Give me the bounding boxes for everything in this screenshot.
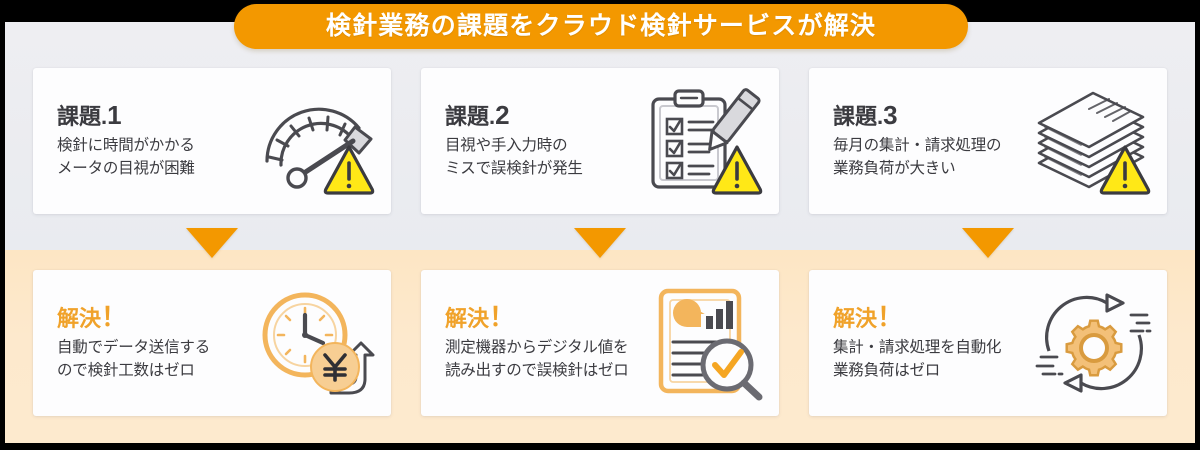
solution-card-2-body: 測定機器からデジタル値を 読み出すので誤検針はゼロ	[445, 339, 629, 379]
clock-yen-coin-arrow-icon	[253, 281, 383, 405]
problem-card-2-heading: 課題.2	[445, 99, 636, 130]
problem-card-3-label: 課題	[833, 103, 878, 129]
problem-card-2-label: 課題	[445, 103, 490, 129]
problem-card-3-text: 課題.3 毎月の集計・請求処理の 業務負荷が大きい	[809, 99, 1024, 180]
solution-card-2-text: 解決！ 測定機器からデジタル値を 読み出すので誤検針はゼロ	[421, 301, 636, 382]
solution-card-2[interactable]: 解決！ 測定機器からデジタル値を 読み出すので誤検針はゼロ	[421, 270, 779, 416]
connector-cell-1	[33, 228, 391, 258]
solution-card-2-mark: ！	[489, 301, 516, 332]
solution-card-2-label: 解決	[445, 305, 490, 331]
problem-card-2-separator: .	[489, 103, 496, 129]
problem-card-1-separator: .	[101, 103, 108, 129]
problem-card-1[interactable]: 課題.1 検針に時間がかかる メータの目視が困難	[33, 68, 391, 214]
problem-card-1-label: 課題	[57, 103, 102, 129]
problem-card-1-text: 課題.1 検針に時間がかかる メータの目視が困難	[33, 99, 248, 180]
arrow-down-triangle-icon	[574, 228, 626, 258]
solution-card-1-heading: 解決！	[57, 301, 248, 332]
gear-cycle-arrows-icon	[1029, 281, 1159, 405]
solution-card-3-label: 解決	[833, 305, 878, 331]
solution-card-2-heading: 解決！	[445, 301, 636, 332]
problem-card-3-heading: 課題.3	[833, 99, 1024, 130]
problem-card-3-separator: .	[877, 103, 884, 129]
problem-card-3[interactable]: 課題.3 毎月の集計・請求処理の 業務負荷が大きい	[809, 68, 1167, 214]
solution-card-3-mark: ！	[877, 301, 904, 332]
connector-cell-3	[809, 228, 1167, 258]
problem-card-3-number: 3	[883, 99, 898, 130]
problem-card-1-body: 検針に時間がかかる メータの目視が困難	[57, 137, 195, 177]
problem-card-1-heading: 課題.1	[57, 99, 248, 130]
title-banner: 検針業務の課題をクラウド検針サービスが解決	[234, 4, 968, 49]
solution-card-1[interactable]: 解決！ 自動でデータ送信する ので検針工数はゼロ	[33, 270, 391, 416]
arrow-down-triangle-icon	[186, 228, 238, 258]
problem-card-2[interactable]: 課題.2 目視や手入力時の ミスで誤検針が発生	[421, 68, 779, 214]
problem-card-2-number: 2	[495, 99, 510, 130]
solution-card-3[interactable]: 解決！ 集計・請求処理を自動化 業務負荷はゼロ	[809, 270, 1167, 416]
solution-card-1-label: 解決	[57, 305, 102, 331]
solution-card-3-body: 集計・請求処理を自動化 業務負荷はゼロ	[833, 339, 1002, 379]
problem-card-1-number: 1	[107, 99, 122, 130]
problem-card-2-body: 目視や手入力時の ミスで誤検針が発生	[445, 137, 583, 177]
report-chart-magnifier-check-icon	[641, 281, 771, 405]
problem-card-2-text: 課題.2 目視や手入力時の ミスで誤検針が発生	[421, 99, 636, 180]
solution-card-3-heading: 解決！	[833, 301, 1024, 332]
connector-cell-2	[421, 228, 779, 258]
solution-card-1-body: 自動でデータ送信する ので検針工数はゼロ	[57, 339, 211, 379]
solutions-row: 解決！ 自動でデータ送信する ので検針工数はゼロ	[33, 270, 1167, 416]
gauge-meter-icon	[253, 79, 383, 203]
page-title: 検針業務の課題をクラウド検針サービスが解決	[325, 12, 877, 40]
problems-row: 課題.1 検針に時間がかかる メータの目視が困難	[33, 68, 1167, 214]
solution-card-3-text: 解決！ 集計・請求処理を自動化 業務負荷はゼロ	[809, 301, 1024, 382]
solution-card-1-mark: ！	[101, 301, 128, 332]
clipboard-checklist-pencil-icon	[641, 79, 771, 203]
paper-stack-icon	[1029, 79, 1159, 203]
connector-arrows	[33, 228, 1167, 258]
arrow-down-triangle-icon	[962, 228, 1014, 258]
solution-card-1-text: 解決！ 自動でデータ送信する ので検針工数はゼロ	[33, 301, 248, 382]
problem-card-3-body: 毎月の集計・請求処理の 業務負荷が大きい	[833, 137, 1002, 177]
